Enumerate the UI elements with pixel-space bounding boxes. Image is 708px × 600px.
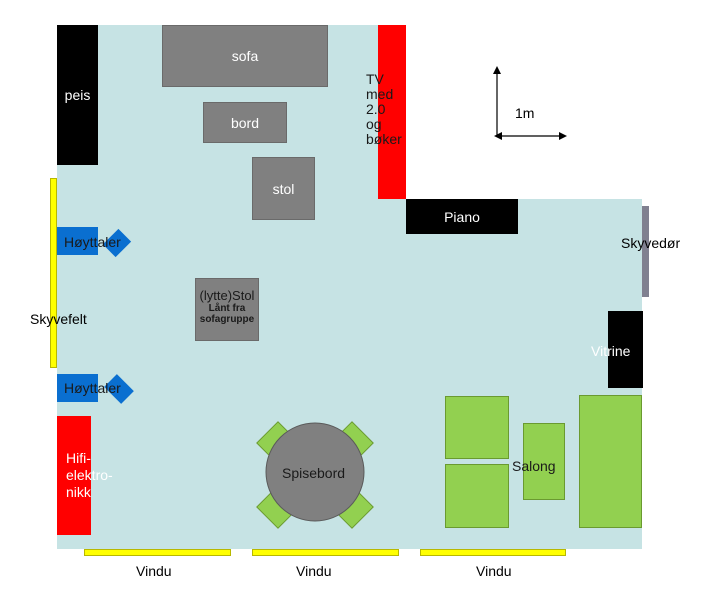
dining-set <box>256 421 374 529</box>
sofa-label: sofa <box>231 48 259 64</box>
window-3-label: Vindu <box>476 563 512 579</box>
listening-chair-title: (lytte)Stol <box>199 288 255 303</box>
speaker-bottom <box>57 374 98 402</box>
tv-label-line: med <box>366 86 394 102</box>
fireplace: peis <box>57 25 98 165</box>
listening-chair-note: Lånt fra <box>208 303 246 314</box>
hifi-rack <box>57 416 91 535</box>
window-1-label: Vindu <box>136 563 172 579</box>
piano: Piano <box>406 199 518 234</box>
lounge-chair-top <box>445 396 509 459</box>
scale-arrows-icon <box>493 66 567 140</box>
tv-label-line: og <box>366 116 382 132</box>
speaker-bottom-label: Høyttaler <box>64 380 121 396</box>
sliding-door-label: Skyvedør <box>621 235 681 251</box>
piano-label: Piano <box>444 208 480 225</box>
fireplace-label: peis <box>64 87 91 103</box>
listening-chair <box>195 278 259 341</box>
chair-label: stol <box>272 180 295 197</box>
window-3 <box>420 549 566 556</box>
tv-label: TV med 2.0 og bøker <box>366 72 402 147</box>
lounge-label: Salong <box>512 458 556 474</box>
speaker-top-label: Høyttaler <box>64 234 121 250</box>
hifi-label-line: elektro- <box>66 467 113 483</box>
tv-cabinet <box>378 25 406 199</box>
display-cabinet-label: Vitrine <box>591 343 631 359</box>
sliding-panel-label: Skyvefelt <box>30 311 87 327</box>
display-cabinet <box>608 311 643 388</box>
sliding-door <box>642 206 649 297</box>
hifi-label-line: nikk <box>66 484 91 500</box>
chair: stol <box>252 157 315 220</box>
dining-table <box>265 422 365 522</box>
tv-label-line: bøker <box>366 131 402 147</box>
window-2-label: Vindu <box>296 563 332 579</box>
table: bord <box>203 102 287 143</box>
lounge-chair-bottom <box>445 464 509 528</box>
hifi-label-line: Hifi- <box>66 450 91 466</box>
listening-chair-note: sofagruppe <box>199 314 255 325</box>
dining-table-label: Spisebord <box>282 465 346 481</box>
listening-chair-label: (lytte)Stol Lånt fra sofagruppe <box>192 288 262 325</box>
sliding-panel <box>50 178 57 368</box>
sofa: sofa <box>162 25 328 87</box>
tv-label-line: 2.0 <box>366 101 386 117</box>
table-label: bord <box>230 114 260 131</box>
lounge-table <box>523 423 565 500</box>
hifi-label: Hifi- elektro- nikk <box>66 450 113 501</box>
lounge-sofa <box>579 395 642 528</box>
window-2 <box>252 549 399 556</box>
scale-label: 1m <box>515 105 535 121</box>
speaker-top <box>57 227 98 255</box>
window-1 <box>84 549 231 556</box>
tv-label-line: TV <box>366 71 384 87</box>
